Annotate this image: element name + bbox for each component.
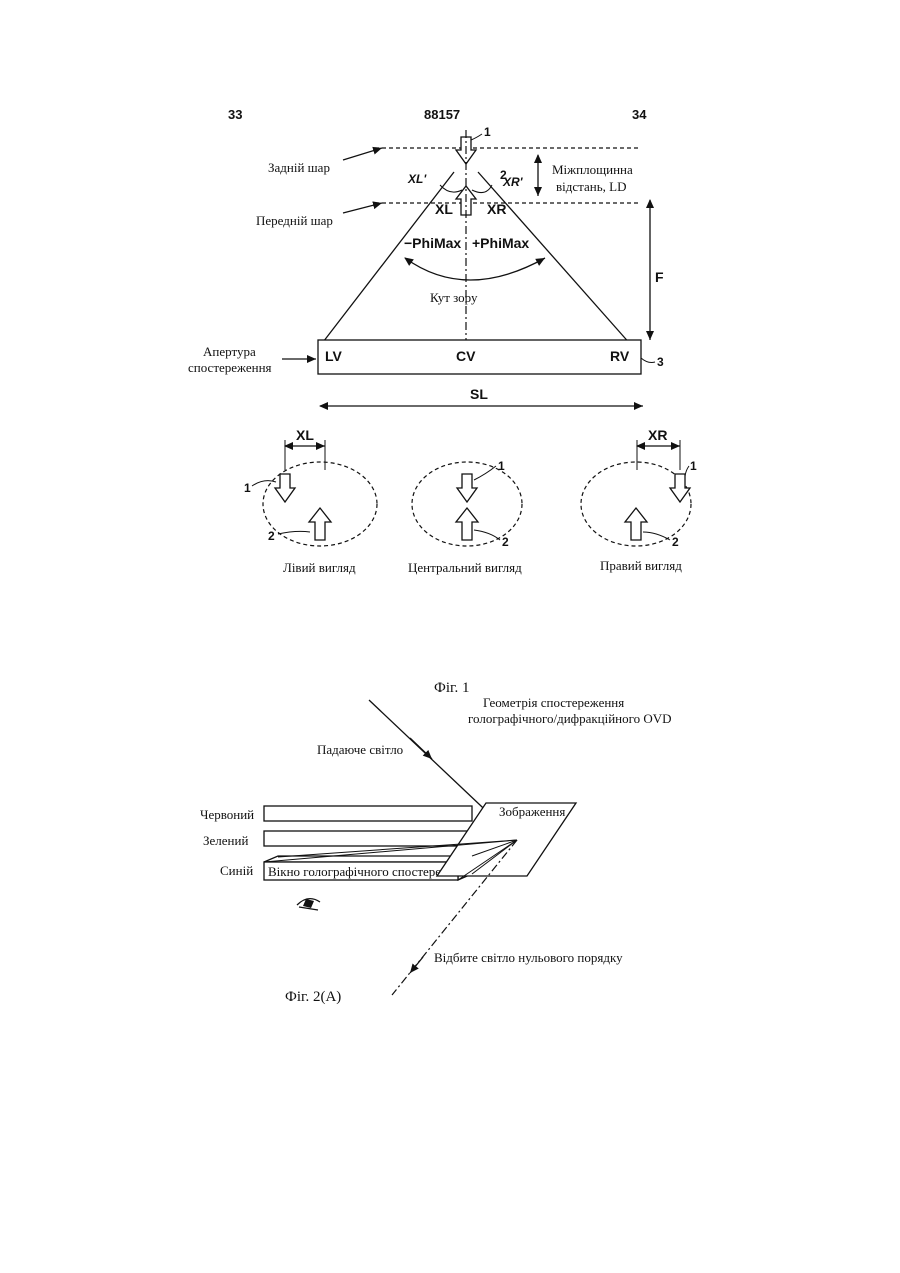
reflected-arrow [410, 957, 423, 973]
red-label: Червоний [200, 807, 254, 822]
left-view: XL 1 2 Лівий вигляд [244, 427, 377, 575]
minus-phimax-label: −PhiMax [404, 235, 461, 251]
fig1-subtitle-line1: Геометрія спостереження [483, 695, 624, 710]
f-label: F [655, 269, 664, 285]
figure-1: Задній шар Передній шар Міжплощинна відс… [188, 125, 697, 575]
aperture-label-line1: Апертура [203, 344, 256, 359]
xl-prime-label: XL' [407, 172, 427, 186]
viewing-aperture-box [318, 340, 641, 374]
right-view-object-1-icon [670, 474, 690, 502]
center-view-object-2-icon [456, 508, 478, 540]
fig1-caption: Фіг. 1 [434, 680, 469, 696]
center-view-ref-2-leader [474, 530, 500, 540]
ref-1-leader [471, 134, 482, 140]
rv-label: RV [610, 348, 630, 364]
sl-label: SL [470, 386, 488, 402]
xl-label: XL [435, 201, 453, 217]
left-view-ref-1-leader [252, 481, 276, 486]
incident-light-label: Падаюче світло [317, 742, 403, 757]
left-view-ref-1: 1 [244, 481, 251, 495]
left-view-ref-2-leader [278, 531, 310, 534]
front-layer-pointer [343, 203, 382, 213]
right-view-xr-label: XR [648, 427, 667, 443]
view-angle-label: Кут зору [430, 290, 478, 305]
plus-phimax-label: +PhiMax [472, 235, 529, 251]
xr-prime-bracket [472, 185, 492, 193]
reflected-light-label: Відбите світло нульового порядку [434, 950, 623, 965]
center-view-label: Центральний вигляд [408, 560, 522, 575]
right-view-ref-1-leader [685, 466, 689, 476]
right-page-number: 34 [632, 107, 647, 122]
lv-label: LV [325, 348, 343, 364]
green-label: Зелений [203, 833, 248, 848]
left-view-label: Лівий вигляд [283, 560, 356, 575]
page-header: 33 88157 34 [228, 107, 647, 122]
eye-icon [297, 899, 320, 910]
xr-prime-label: XR' [502, 175, 524, 189]
front-layer-label: Передній шар [256, 213, 333, 228]
right-view-label: Правий вигляд [600, 558, 682, 573]
figure-2a: Падаюче світло Червоний Зелений Синій Ві… [200, 700, 623, 1005]
green-layer [264, 831, 472, 846]
document-number: 88157 [424, 107, 460, 122]
back-layer-pointer [343, 148, 382, 160]
center-view: 1 2 Центральний вигляд [408, 459, 522, 575]
cone-left-edge [320, 172, 454, 346]
back-layer-label: Задній шар [268, 160, 330, 175]
fig2a-caption: Фіг. 2(A) [285, 989, 341, 1005]
center-view-ref-1-leader [474, 466, 496, 480]
left-view-xl-label: XL [296, 427, 314, 443]
left-view-object-2-icon [309, 508, 331, 540]
left-view-ref-2: 2 [268, 529, 275, 543]
fig1-subtitle-line2: голографічного/дифракційного OVD [468, 711, 672, 726]
ref-3-leader [641, 358, 655, 363]
right-view-ref-1: 1 [690, 459, 697, 473]
left-view-object-1-icon [275, 474, 295, 502]
interplane-distance-line1: Міжплощинна [552, 162, 633, 177]
center-view-object-1-icon [457, 474, 477, 502]
ref-1-top: 1 [484, 125, 491, 139]
image-label: Зображення [499, 804, 565, 819]
incident-light-arrow [410, 738, 432, 759]
interplane-distance-line2: відстань, LD [556, 179, 626, 194]
cv-label: CV [456, 348, 476, 364]
center-view-ref-1: 1 [498, 459, 505, 473]
xr-label: XR [487, 201, 506, 217]
view-angle-arc [405, 258, 545, 280]
right-view-ref-2: 2 [672, 535, 679, 549]
right-view-object-2-icon [625, 508, 647, 540]
blue-label: Синій [220, 863, 253, 878]
red-layer [264, 806, 472, 821]
ref-3: 3 [657, 355, 664, 369]
cone-right-edge [478, 172, 632, 346]
aperture-label-line2: спостереження [188, 360, 272, 375]
left-page-number: 33 [228, 107, 242, 122]
center-view-ref-2: 2 [502, 535, 509, 549]
right-view: XR 1 2 Правий вигляд [581, 427, 697, 573]
